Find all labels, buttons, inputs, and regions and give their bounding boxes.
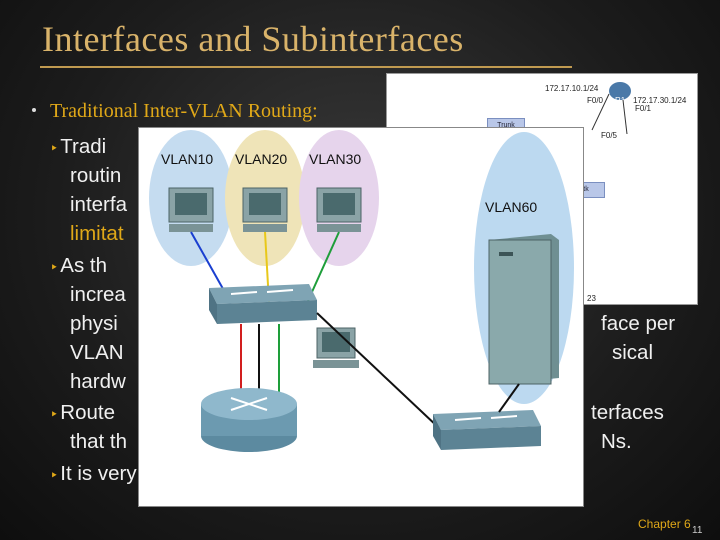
body-line-text: routin <box>70 164 122 187</box>
body-line-8: VLAN <box>70 341 124 365</box>
body-line-text: increa <box>70 283 126 306</box>
body-line-4: limitat <box>70 222 124 246</box>
body-line-text: that th <box>70 430 127 453</box>
body-line-3: interfa <box>70 193 127 217</box>
body-line-text: hardw <box>70 370 126 393</box>
vlan30-label: VLAN30 <box>309 151 361 167</box>
pc-vlan10-icon <box>168 187 214 232</box>
vlan60-label: VLAN60 <box>485 199 537 215</box>
sub-bullet-icon: ‣ <box>50 406 59 422</box>
sub-bullet-icon: ‣ <box>50 467 59 483</box>
body-line-right-10: terfaces <box>591 401 664 424</box>
f01-label: F0/1 <box>635 104 652 113</box>
body-line-text: physi <box>70 312 118 335</box>
sub-bullet-icon: ‣ <box>50 259 59 275</box>
router-icon <box>201 388 297 452</box>
port-23-label: 23 <box>587 294 596 303</box>
slide-title: Interfaces and Subinterfaces <box>42 19 464 59</box>
body-line-7: physi <box>70 312 118 336</box>
body-line-right-11: Ns. <box>601 430 632 453</box>
footer-chapter: Chapter 6 <box>638 517 691 531</box>
server-vlan60-icon <box>488 234 559 385</box>
sub-bullet-icon: ‣ <box>50 140 59 156</box>
body-line-text: Route <box>60 401 115 424</box>
r1-label: R1 <box>615 96 626 105</box>
body-line-2: routin <box>70 164 121 188</box>
pc-vlan20-icon <box>242 187 288 232</box>
body-line-text: interfa <box>70 193 127 216</box>
pc-middle-icon <box>313 327 359 368</box>
heading-text: Traditional Inter-VLAN Routing: <box>50 100 318 122</box>
vlan-topology-diagram: VLAN10 VLAN20 VLAN30 VLAN60 <box>138 127 584 507</box>
vlan20-label: VLAN20 <box>235 151 287 167</box>
body-line-11: that th <box>70 430 127 454</box>
router-r1-icon <box>609 82 631 100</box>
f05-label: F0/5 <box>601 131 618 140</box>
body-line-right-7: face per <box>601 312 676 335</box>
body-line-9: hardw <box>70 370 126 394</box>
switch-2-icon <box>433 410 541 450</box>
switch-1-icon <box>209 284 317 324</box>
body-line-10: ‣Route <box>50 401 115 425</box>
ip-label-1: 172.17.10.1/24 <box>545 84 599 93</box>
title-underline <box>40 66 572 68</box>
page-number: 11 <box>692 525 703 536</box>
body-line-5: ‣As th <box>50 254 107 278</box>
vlan10-label: VLAN10 <box>161 151 213 167</box>
body-line-1: ‣Tradi <box>50 135 106 159</box>
body-line-right-8: sical <box>612 341 654 364</box>
pc-vlan30-icon <box>316 187 362 232</box>
body-line-text: VLAN <box>70 341 124 364</box>
body-line-6: increa <box>70 283 126 307</box>
body-line-text: Tradi <box>60 135 107 158</box>
body-line-text: As th <box>60 254 107 277</box>
ip-label-2: 172.17.30.1/24 <box>633 96 687 105</box>
body-line-text: limitat <box>70 222 124 245</box>
top-diagram-links <box>591 93 628 135</box>
f00-label: F0/0 <box>587 96 604 105</box>
bullet-marker <box>32 108 36 112</box>
